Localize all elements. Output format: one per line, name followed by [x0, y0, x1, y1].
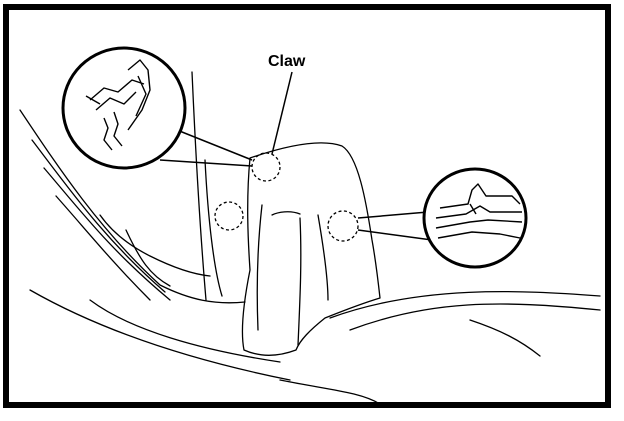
trim-groove — [99, 214, 211, 277]
detail-bubble-clip — [422, 167, 528, 269]
floor-curve-2 — [89, 299, 281, 363]
floor-curve-3 — [279, 379, 381, 405]
claw-location-circle — [251, 152, 281, 182]
sill-line-3 — [469, 319, 541, 357]
claw-callout-label: Claw — [268, 53, 306, 70]
panel-crease-1 — [297, 217, 302, 346]
clip-location-circle-right — [327, 210, 359, 242]
pointer-top-a — [171, 127, 253, 161]
clip-location-circle-left — [214, 201, 244, 231]
trim-line-2 — [31, 139, 166, 293]
trim-line-3 — [43, 167, 171, 301]
panel-ridge — [271, 211, 301, 216]
trim-groove-2 — [125, 229, 171, 287]
pillar-edge-inner — [204, 159, 223, 297]
detail-bubble-claw — [61, 46, 187, 170]
claw-leader-line — [271, 71, 293, 155]
floor-curve-1 — [29, 289, 291, 381]
sill-line-1 — [349, 303, 601, 331]
pointer-right-b — [357, 229, 433, 241]
trim-cover-panel — [241, 142, 381, 356]
sill-line-2 — [329, 290, 601, 319]
panel-crease-3 — [256, 204, 263, 331]
trim-line-1 — [19, 109, 246, 304]
pillar-edge-left — [191, 71, 207, 301]
pointer-right-a — [357, 211, 429, 219]
pointer-top-b — [159, 159, 253, 167]
panel-crease-2 — [317, 214, 329, 301]
trim-line-4 — [55, 195, 151, 301]
